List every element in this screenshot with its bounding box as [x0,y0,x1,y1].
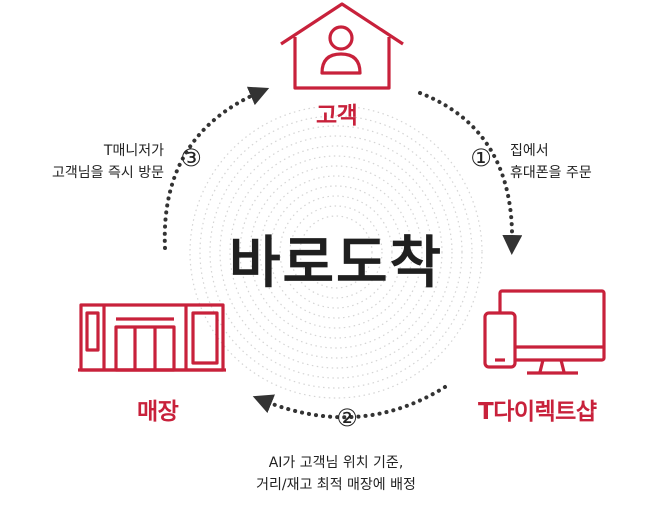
customer-label: 고객 [316,103,358,129]
store-label: 매장 [137,399,179,425]
step-2-description: AI가 고객님 위치 기준, 거리/재고 최적 매장에 배정 [236,452,436,496]
storefront-icon [78,303,226,372]
step-2-line-2: 거리/재고 최적 매장에 배정 [256,477,416,493]
arrow-customer-to-tdirect [418,91,523,255]
step-3-description: T매니저가 고객님을 즉시 방문 [12,140,164,184]
arrow-store-to-customer [162,86,270,250]
step-3-line-2: 고객님을 즉시 방문 [52,165,164,181]
step-2-number: ② [336,404,358,432]
arrow-tdirect-to-store [252,385,447,420]
step-3-number: ③ [180,144,202,172]
step-2-line-1: AI가 고객님 위치 기준, [268,455,404,471]
center-title: 바로도착 [228,231,444,296]
step-1-line-1: 집에서 [510,143,549,159]
step-3-line-1: T매니저가 [103,143,164,159]
house-person-icon [280,2,404,90]
step-1-number: ① [470,144,492,172]
concentric-rings [189,105,483,399]
monitor-phone-icon [483,289,606,375]
tdirect-label: T다이렉트샵 [478,399,597,425]
step-1-line-2: 휴대폰을 주문 [510,165,592,181]
step-1-description: 집에서 휴대폰을 주문 [510,140,592,184]
